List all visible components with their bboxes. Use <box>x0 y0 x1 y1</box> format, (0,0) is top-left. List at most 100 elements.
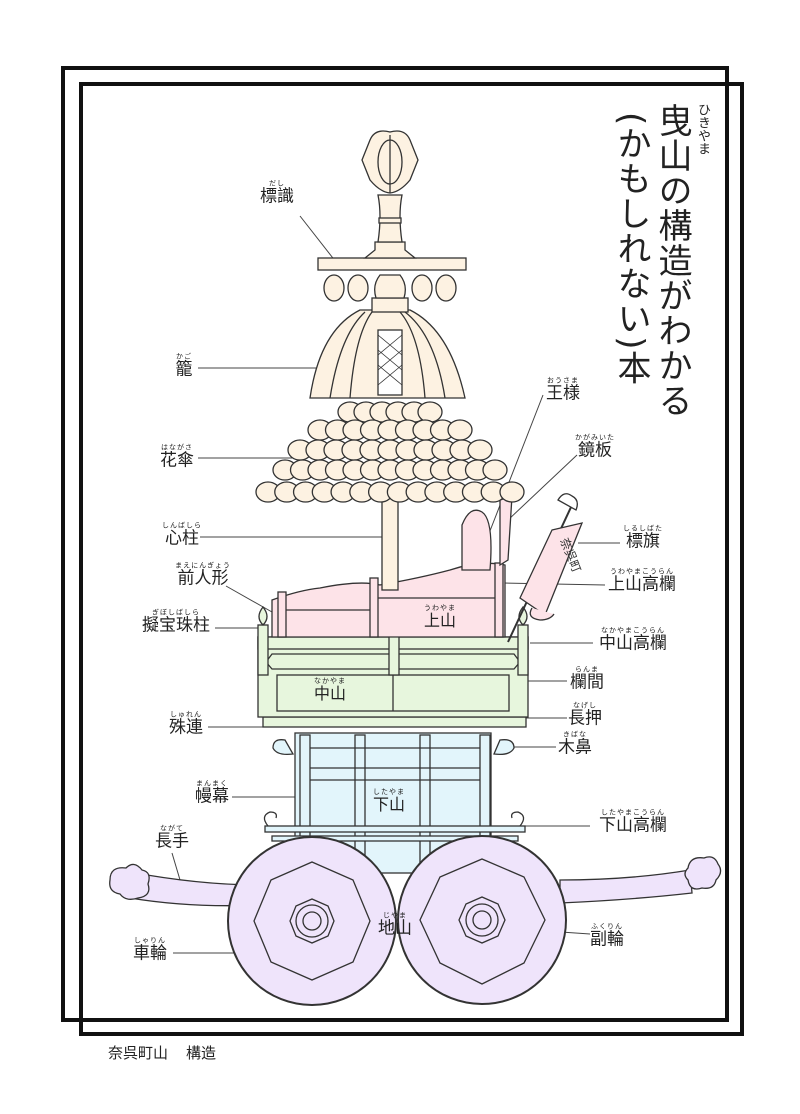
caption: 奈呉町山構造 <box>108 1042 216 1063</box>
label-manmaku: まんまく幔幕 <box>195 779 229 807</box>
label-text: 標識 <box>260 186 294 207</box>
label-kibana: きばな木鼻 <box>558 730 592 758</box>
label-text: 殊連 <box>169 717 203 738</box>
ruby: なげし <box>573 701 597 710</box>
label-text: 副輪 <box>590 929 624 950</box>
ruby: したやま <box>372 788 405 796</box>
label-shuren: しゅれん殊連 <box>169 710 203 738</box>
ruby: しゃりん <box>134 936 166 945</box>
label-sharin: しゃりん車輪 <box>133 936 167 964</box>
label-kagamiita: かがみいた鏡板 <box>575 433 615 461</box>
flower-puff <box>447 419 473 441</box>
ruby: はながさ <box>161 443 193 452</box>
ruby: まんまく <box>196 779 228 788</box>
label-text: 長手 <box>155 831 189 852</box>
label-text: 上山 <box>423 611 457 630</box>
label-text: 上山高欄 <box>608 574 676 595</box>
ruby: なかやまこうらん <box>601 626 665 635</box>
ruby: しるしばた <box>623 524 663 533</box>
label-giboshibashira: ぎぼしばしら擬宝珠柱 <box>142 608 210 636</box>
page-subtitle: (かもしれない)本 <box>611 112 651 386</box>
cloud-end-right <box>684 856 722 890</box>
ruby: まえにんぎょう <box>175 561 231 570</box>
label-uwayama: うわやま上山 <box>424 605 456 629</box>
ruby: しゅれん <box>170 710 202 719</box>
giboshi-left <box>258 605 268 626</box>
flower-puff <box>467 439 493 461</box>
wheel-left <box>227 836 397 1006</box>
label-text: 幔幕 <box>195 786 229 807</box>
kago <box>309 309 466 399</box>
kibana-right <box>493 739 515 756</box>
label-nageshi: なげし長押 <box>568 701 602 729</box>
ruby: うわやまこうらん <box>610 567 674 576</box>
caption-subject: 構造 <box>186 1044 217 1062</box>
label-text: 前人形 <box>177 568 229 589</box>
label-text: 花傘 <box>160 450 194 471</box>
ruby: したやまこうらん <box>601 808 665 817</box>
label-shirushibata: しるしばた標旗 <box>623 524 663 552</box>
label-fukurin: ふくりん副輪 <box>590 922 624 950</box>
ruby: だし <box>269 179 285 188</box>
ruby: しんばしら <box>162 521 202 530</box>
page-title: 曳山の構造がわかる <box>652 103 692 418</box>
label-ousama: おうさま王様 <box>546 376 580 404</box>
nakayama-body <box>257 595 529 728</box>
outer-frame-back <box>79 82 744 1036</box>
flag-finial <box>557 493 578 511</box>
label-text: 中山 <box>313 684 347 703</box>
label-text: 心柱 <box>165 528 199 549</box>
ruby: きばな <box>563 730 587 739</box>
label-text: 下山 <box>372 795 406 814</box>
label-text: 長押 <box>568 708 602 729</box>
label-text: 鏡板 <box>578 440 612 461</box>
flower-puff <box>417 401 443 423</box>
ruby: らんま <box>575 665 599 674</box>
label-shitayama-kouran: したやまこうらん下山高欄 <box>599 808 667 836</box>
label-ranma: らんま欄間 <box>570 665 604 693</box>
ruby: おうさま <box>547 376 579 385</box>
ruby: なかやま <box>313 677 346 685</box>
label-shinbashira: しんばしら心柱 <box>162 521 202 549</box>
label-text: 木鼻 <box>558 737 592 758</box>
shitayama-kouran <box>263 811 526 842</box>
label-text: 中山高欄 <box>599 633 667 654</box>
title-ruby: ひきやま <box>695 103 710 155</box>
ruby: じやま <box>383 911 407 920</box>
label-nakayama-kouran: なかやまこうらん中山高欄 <box>599 626 667 654</box>
label-text: 下山高欄 <box>599 815 667 836</box>
label-nagate: ながて長手 <box>155 825 189 852</box>
ruby: かがみいた <box>575 433 615 442</box>
ruby: ふくりん <box>591 922 623 931</box>
caption-town: 奈呉町山 <box>108 1044 169 1062</box>
label-hanagasa: はながさ花傘 <box>160 443 194 471</box>
label-kago: かご籠 <box>175 352 193 380</box>
hanagasa-puffs <box>255 401 525 503</box>
label-text: 欄間 <box>570 672 604 693</box>
label-maeningyou: まえにんぎょう前人形 <box>175 561 231 589</box>
label-jiyama: じやま地山 <box>378 911 412 939</box>
cloud-end-left <box>109 863 150 900</box>
dashi-ornament <box>317 130 467 313</box>
ruby: かご <box>176 352 192 361</box>
label-uwayama-kouran: うわやまこうらん上山高欄 <box>608 567 676 595</box>
wheel-right <box>397 835 567 1005</box>
label-text: 標旗 <box>626 531 660 552</box>
label-nakayama: なかやま中山 <box>314 678 346 702</box>
outer-frame-front <box>61 66 729 1022</box>
ousama-figure <box>461 495 513 571</box>
ruby: ぎぼしばしら <box>152 608 200 617</box>
label-text: 籠 <box>175 359 193 380</box>
label-dashi: だし標識 <box>260 179 294 207</box>
label-text: 車輪 <box>133 943 167 964</box>
flower-puff <box>482 459 508 481</box>
kibana-left <box>272 739 295 756</box>
giboshi-right <box>518 605 528 626</box>
label-text: 擬宝珠柱 <box>142 615 210 636</box>
flower-puff <box>499 481 525 503</box>
ruby: うわやま <box>423 604 456 612</box>
label-shitayama: したやま下山 <box>373 789 405 813</box>
leader-lines <box>171 215 620 954</box>
label-text: 地山 <box>378 918 412 939</box>
label-text: 王様 <box>546 383 580 404</box>
